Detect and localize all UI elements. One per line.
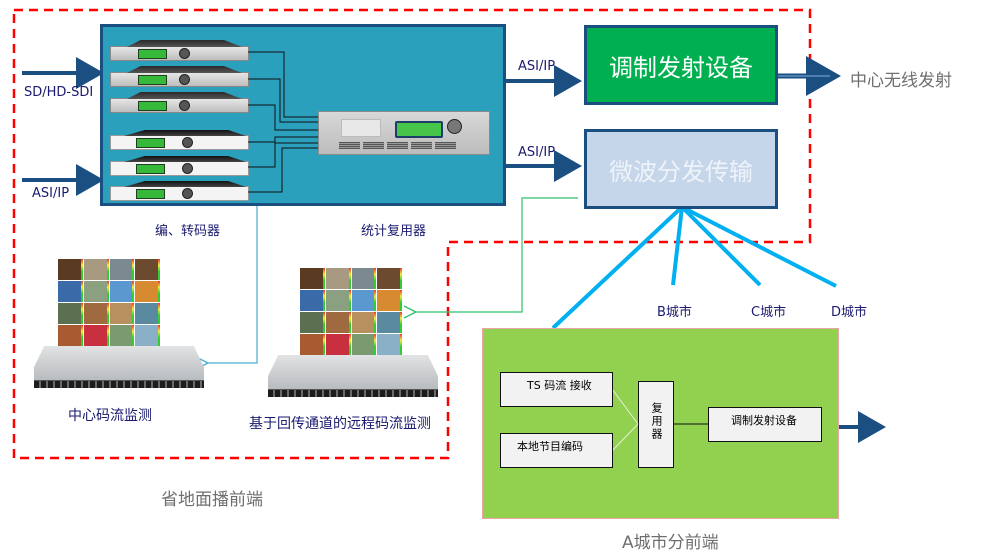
modulation-transmitter-box: 调制发射设备: [584, 25, 778, 105]
city-label-d: D城市: [831, 305, 868, 320]
cityA-mod-label: 调制发射设备: [731, 414, 797, 427]
monitor-label-remote: 基于回传通道的远程码流监测: [249, 416, 431, 432]
link-label-mw: ASI/IP: [518, 145, 556, 160]
monitor-mosaic-center: [58, 259, 160, 346]
encoder-unit: [110, 72, 249, 87]
transcoder-unit: [110, 135, 249, 150]
cityA-local-encode-label: 本地节目编码: [517, 440, 583, 453]
cityA-mod-box: 调制发射设备: [708, 407, 822, 442]
encoder-unit: [110, 46, 249, 61]
statistical-multiplexer: [318, 111, 490, 155]
input-label-sdi: SD/HD-SDI: [24, 85, 94, 100]
link-label-mod: ASI/IP: [518, 59, 556, 74]
server-front-center: [34, 380, 204, 388]
province-region-border: [12, 8, 812, 460]
cityA-mux-label: 复用器: [650, 402, 663, 441]
cityA-ts-receive-box: TS 码流 接收: [500, 372, 613, 407]
server-front-remote: [268, 389, 438, 397]
server-center: [34, 346, 204, 380]
cityA-local-encode-box: 本地节目编码: [500, 433, 613, 468]
cityA-mux-box: 复用器: [638, 381, 674, 468]
server-remote: [268, 355, 438, 389]
encoder-unit: [110, 98, 249, 113]
cityA-region-title: A城市分前端: [622, 533, 719, 553]
microwave-distribution-box: 微波分发传输: [584, 129, 778, 209]
city-label-b: B城市: [657, 305, 692, 320]
link-city-b: [671, 206, 684, 286]
province-region-title: 省地面播前端: [161, 490, 263, 510]
encoder-caption: 编、转码器: [155, 224, 221, 239]
monitor-link-center: [208, 206, 258, 363]
monitor-mosaic-remote: [300, 268, 402, 355]
transcoder-unit: [110, 186, 249, 201]
cityA-ts-receive-label: TS 码流 接收: [527, 379, 592, 392]
multiplexer-caption: 统计复用器: [361, 224, 427, 239]
central-broadcast-label: 中心无线发射: [850, 71, 952, 91]
input-label-asi: ASI/IP: [32, 186, 70, 201]
link-city-c: [680, 205, 762, 287]
monitor-label-center: 中心码流监测: [68, 408, 152, 424]
link-city-a: [551, 205, 684, 330]
city-label-c: C城市: [751, 305, 787, 320]
link-city-d: [681, 205, 837, 288]
transcoder-unit: [110, 161, 249, 176]
return-link-remote: [416, 197, 578, 312]
